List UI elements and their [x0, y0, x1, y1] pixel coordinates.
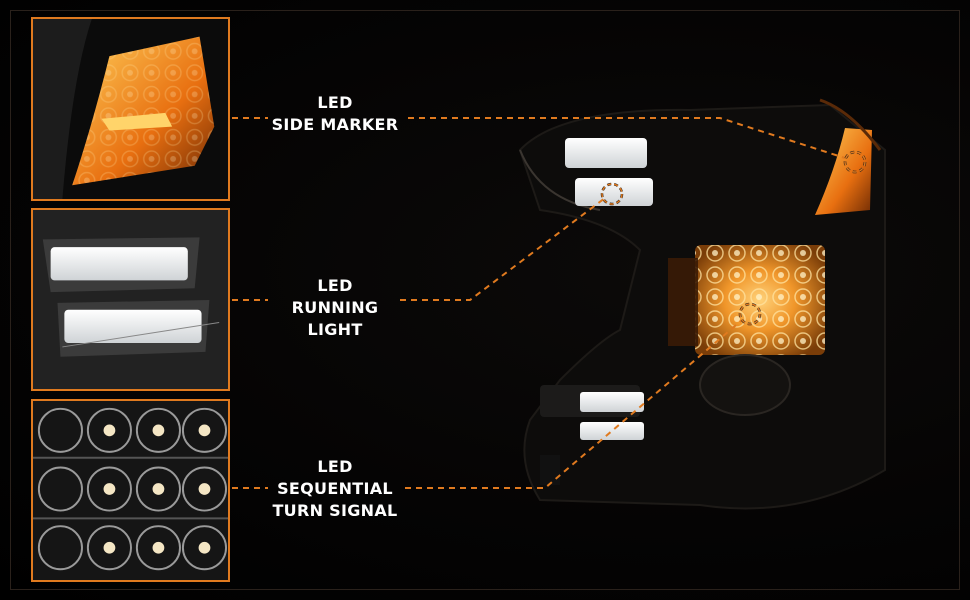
callout-label-turn-signal: LED SEQUENTIAL TURN SIGNAL	[250, 456, 420, 522]
drl-bar	[575, 178, 653, 206]
label-line: SIDE MARKER	[271, 115, 399, 134]
label-line: RUNNING	[291, 298, 379, 317]
projector-bowl	[699, 354, 791, 416]
detail-panel-side-marker	[31, 17, 230, 201]
callout-label-side-marker: LED SIDE MARKER	[250, 92, 420, 136]
callout-label-running-light: LED RUNNING LIGHT	[250, 275, 420, 341]
callout-line-running-light	[400, 197, 606, 301]
drl-bar	[580, 392, 644, 412]
callout-line-side-marker	[408, 117, 846, 159]
label-line: TURN SIGNAL	[272, 501, 398, 520]
callout-line-turn-signal	[405, 319, 743, 489]
label-line: LIGHT	[307, 320, 363, 339]
label-line: LED	[317, 93, 353, 112]
label-line: LED	[317, 457, 353, 476]
detail-panel-running-light	[31, 208, 230, 391]
label-line: LED	[317, 276, 353, 295]
drl-bar	[580, 422, 644, 440]
drl-bar	[565, 138, 647, 168]
label-line: SEQUENTIAL	[277, 479, 393, 498]
side-marker-lens	[815, 128, 872, 215]
detail-panel-turn-signal	[31, 399, 230, 582]
